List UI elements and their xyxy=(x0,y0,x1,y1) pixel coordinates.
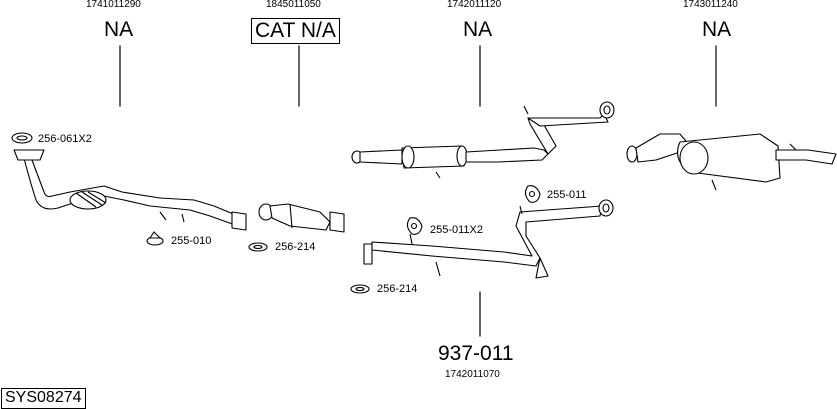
mount-mid-b-shape xyxy=(524,185,541,203)
ref-gasket-mid: 256-214 xyxy=(377,283,418,295)
diagram-code: SYS08274 xyxy=(1,388,86,409)
front-pipe xyxy=(13,149,247,231)
part-number-middle-silencer: 1742011120 xyxy=(447,0,502,10)
gasket-mid-shape xyxy=(350,284,370,294)
part-number-lower-pipe: 1742011070 xyxy=(445,369,500,380)
gasket-front-shape xyxy=(11,132,33,144)
gasket-cat-shape xyxy=(248,242,268,252)
lower-middle-pipe xyxy=(363,199,614,279)
ref-mount-mid-a: 255-011X2 xyxy=(430,224,484,236)
catalytic-converter xyxy=(258,203,345,233)
ref-mount-front: 255-010 xyxy=(171,235,212,247)
status-label-front-pipe: NA xyxy=(104,18,134,41)
ref-mount-mid-b: 255-011 xyxy=(547,189,587,201)
ref-gasket-front: 256-061X2 xyxy=(38,133,92,145)
status-label-middle-silencer: NA xyxy=(463,18,493,41)
rear-muffler xyxy=(626,133,837,191)
status-label-lower-pipe: 937-011 xyxy=(438,342,514,365)
part-number-catalyst: 1845011050 xyxy=(266,0,321,10)
status-label-catalyst: CAT N/A xyxy=(251,18,340,44)
middle-silencer xyxy=(351,101,615,179)
part-number-rear-muffler: 1743011240 xyxy=(683,0,738,10)
part-number-front-pipe: 1741011290 xyxy=(86,0,141,10)
status-label-rear-muffler: NA xyxy=(702,18,732,41)
mount-front-shape xyxy=(146,231,164,246)
ref-gasket-cat: 256-214 xyxy=(275,241,316,253)
mount-mid-a-shape xyxy=(406,217,423,235)
